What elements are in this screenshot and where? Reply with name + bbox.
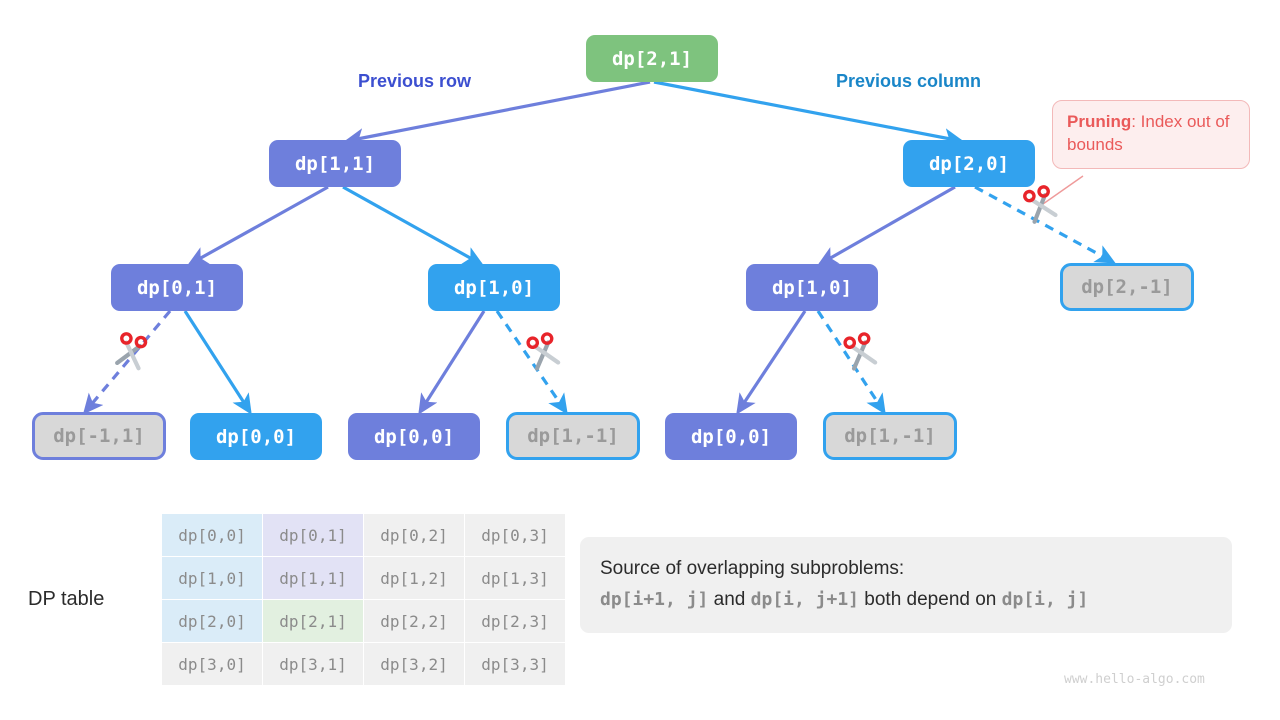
table-row: dp[0,0] dp[0,1] dp[0,2] dp[0,3] (161, 513, 566, 557)
table-cell-2-0[interactable]: dp[2,0] (161, 599, 263, 643)
table-cell-3-3[interactable]: dp[3,3] (464, 642, 566, 686)
note-line-1: Source of overlapping subproblems: (600, 558, 905, 579)
edge-dp11-to-dp01 (187, 185, 329, 266)
table-cell-1-2[interactable]: dp[1,2] (363, 556, 465, 600)
node-dp-1-neg1-a-out-of-bounds[interactable]: dp[1,-1] (506, 412, 640, 460)
table-cell-3-0[interactable]: dp[3,0] (161, 642, 263, 686)
scissors-icon-prune-dp-2-neg1 (1023, 185, 1058, 224)
pruning-callout-strong: Pruning (1067, 112, 1132, 131)
note-code-dp-i-j: dp[i, j] (1001, 589, 1089, 611)
table-cell-3-2[interactable]: dp[3,2] (363, 642, 465, 686)
table-cell-0-2[interactable]: dp[0,2] (363, 513, 465, 557)
watermark: www.hello-algo.com (1064, 672, 1205, 687)
branch-label-previous-column: Previous column (836, 71, 982, 91)
table-cell-2-2[interactable]: dp[2,2] (363, 599, 465, 643)
table-cell-0-1[interactable]: dp[0,1] (262, 513, 364, 557)
table-cell-2-1[interactable]: dp[2,1] (262, 599, 364, 643)
node-dp-1-0-left[interactable]: dp[1,0] (428, 264, 560, 311)
table-cell-1-3[interactable]: dp[1,3] (464, 556, 566, 600)
table-cell-1-0[interactable]: dp[1,0] (161, 556, 263, 600)
pruning-callout: Pruning: Index out of bounds (1052, 100, 1250, 169)
table-cell-3-1[interactable]: dp[3,1] (262, 642, 364, 686)
edge-dp10left-to-dp00 (418, 310, 486, 415)
pruning-callout-rest: : Index out of bounds (1067, 112, 1230, 154)
table-cell-1-1[interactable]: dp[1,1] (262, 556, 364, 600)
node-dp-0-0-a[interactable]: dp[0,0] (190, 413, 322, 460)
edge-dp10right-to-dp00 (736, 310, 807, 415)
node-dp-neg1-1-out-of-bounds[interactable]: dp[-1,1] (32, 412, 166, 460)
scissors-icon-prune-dp-1-neg1-a (526, 332, 561, 371)
scissors-icon-prune-dp-neg1-1 (115, 332, 148, 371)
node-dp-2-0[interactable]: dp[2,0] (903, 140, 1035, 187)
edge-dp11-to-dp10 (342, 185, 484, 266)
node-dp-0-0-c[interactable]: dp[0,0] (665, 413, 797, 460)
node-dp-0-1[interactable]: dp[0,1] (111, 264, 243, 311)
node-dp-1-neg1-b-out-of-bounds[interactable]: dp[1,-1] (823, 412, 957, 460)
table-row: dp[2,0] dp[2,1] dp[2,2] dp[2,3] (161, 599, 566, 643)
edge-dp01-to-dp00 (183, 310, 252, 415)
node-dp-1-0-right[interactable]: dp[1,0] (746, 264, 878, 311)
table-row: dp[1,0] dp[1,1] dp[1,2] dp[1,3] (161, 556, 566, 600)
table-cell-0-3[interactable]: dp[0,3] (464, 513, 566, 557)
node-dp-0-0-b[interactable]: dp[0,0] (348, 413, 480, 460)
node-dp-1-1[interactable]: dp[1,1] (269, 140, 401, 187)
table-cell-2-3[interactable]: dp[2,3] (464, 599, 566, 643)
scissors-icon-prune-dp-1-neg1-b (843, 332, 878, 371)
note-text-both-depend-on: both depend on (859, 589, 1002, 611)
node-dp-2-neg1-out-of-bounds[interactable]: dp[2,-1] (1060, 263, 1194, 311)
note-text-and: and (708, 589, 751, 611)
table-cell-0-0[interactable]: dp[0,0] (161, 513, 263, 557)
note-line-2: dp[i+1, j] and dp[i, j+1] both depend on… (600, 585, 1212, 614)
table-row: dp[3,0] dp[3,1] dp[3,2] dp[3,3] (161, 642, 566, 686)
overlapping-subproblems-note: Source of overlapping subproblems: dp[i+… (580, 537, 1232, 633)
node-root-dp-2-1[interactable]: dp[2,1] (586, 35, 718, 82)
edge-dp20-to-dp10 (817, 185, 956, 266)
note-code-dp-i-j1: dp[i, j+1] (750, 589, 860, 611)
dp-table-label: DP table (28, 588, 105, 610)
branch-label-previous-row: Previous row (358, 71, 472, 91)
dp-table: dp[0,0] dp[0,1] dp[0,2] dp[0,3] dp[1,0] … (161, 513, 566, 686)
note-code-dp-i1-j: dp[i+1, j] (600, 589, 709, 611)
